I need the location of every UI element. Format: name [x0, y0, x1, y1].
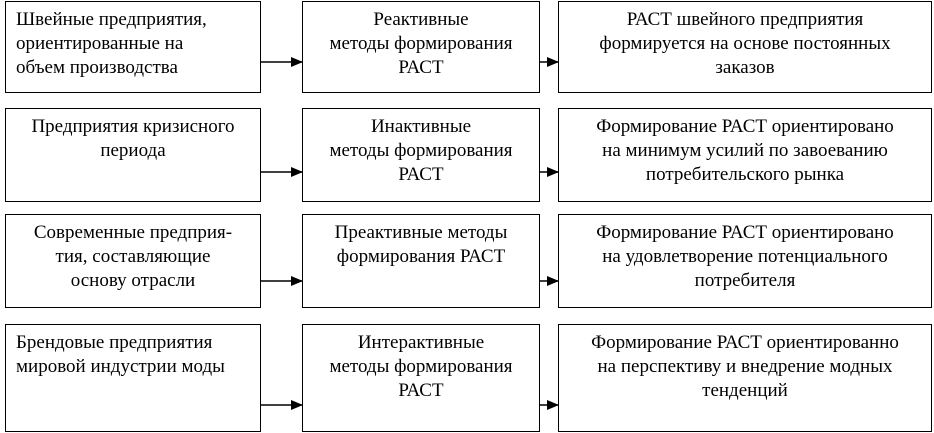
category-text-2: Предприятия кризисного периода: [31, 116, 235, 161]
method-text-1: Реактивные методы формирования РАСТ: [329, 9, 513, 78]
result-text-4: Формирование РАСТ ориентированно на перс…: [591, 332, 899, 401]
method-text-3: Преактивные методы формирования РАСТ: [334, 222, 508, 267]
method-box-4: Интерактивные методы формирования РАСТ: [302, 324, 540, 432]
method-text-2: Инактивные методы формирования РАСТ: [329, 116, 513, 185]
result-box-2: Формирование РАСТ ориентировано на миним…: [558, 108, 932, 202]
category-box-1: Швейные предприятия, ориентированные на …: [5, 1, 261, 93]
category-box-3: Современные предприя- тия, составляющие …: [5, 214, 261, 308]
result-text-2: Формирование РАСТ ориентировано на миним…: [596, 116, 894, 185]
result-box-4: Формирование РАСТ ориентированно на перс…: [558, 324, 932, 432]
method-text-4: Интерактивные методы формирования РАСТ: [329, 332, 513, 401]
result-box-3: Формирование РАСТ ориентировано на удовл…: [558, 214, 932, 308]
category-box-2: Предприятия кризисного периода: [5, 108, 261, 202]
result-box-1: РАСТ швейного предприятия формируется на…: [558, 1, 932, 93]
result-text-1: РАСТ швейного предприятия формируется на…: [599, 9, 891, 78]
category-text-4: Брендовые предприятия мировой индустрии …: [16, 332, 225, 377]
method-box-1: Реактивные методы формирования РАСТ: [302, 1, 540, 93]
method-box-2: Инактивные методы формирования РАСТ: [302, 108, 540, 202]
category-text-3: Современные предприя- тия, составляющие …: [33, 222, 233, 291]
category-box-4: Брендовые предприятия мировой индустрии …: [5, 324, 261, 432]
result-text-3: Формирование РАСТ ориентировано на удовл…: [596, 222, 894, 291]
method-box-3: Преактивные методы формирования РАСТ: [302, 214, 540, 308]
category-text-1: Швейные предприятия, ориентированные на …: [16, 9, 207, 78]
